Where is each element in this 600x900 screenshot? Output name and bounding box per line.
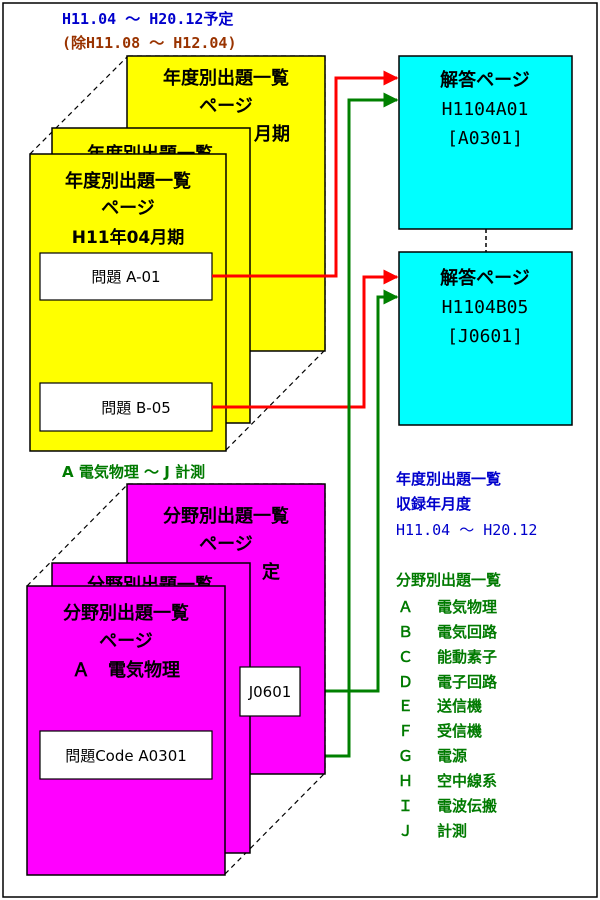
question-a0301-label: 問題Code A0301 xyxy=(65,747,187,765)
question-a01-label: 問題 A-01 xyxy=(91,268,160,286)
legend-name-e: 送信機 xyxy=(436,697,482,715)
answer-1-title: 解答ページ xyxy=(440,69,530,91)
info-range: H11.04 ～ H20.12 xyxy=(396,521,537,539)
legend-letter-i: Ｉ xyxy=(398,797,413,815)
field-front-subtitle: ページ xyxy=(99,631,153,652)
range-line: H11.04 ～ H20.12予定 xyxy=(62,10,233,28)
question-b05-label: 問題 B-05 xyxy=(101,399,171,417)
answer-page-1[interactable]: 解答ページ H1104A01 [A0301] xyxy=(398,55,573,230)
year-front-period: H11年04月期 xyxy=(72,227,185,248)
year-page-front: 年度別出題一覧 ページ H11年04月期 問題 A-01 問題 B-05 xyxy=(29,153,227,452)
legend-name-d: 電子回路 xyxy=(437,673,498,691)
info-title: 年度別出題一覧 xyxy=(396,470,501,488)
year-back-period: 月期 xyxy=(253,124,290,145)
legend-letter-j: Ｊ xyxy=(398,822,413,840)
legend-letter-b: Ｂ xyxy=(398,623,413,641)
field-back-fragment: 定 xyxy=(262,561,280,583)
legend-letter-f: Ｆ xyxy=(398,722,413,740)
legend-letter-a: Ａ xyxy=(398,598,413,616)
arrow-a01-to-answer1 xyxy=(212,70,399,278)
legend-letter-e: Ｅ xyxy=(398,697,413,715)
answer-1-code: H1104A01 xyxy=(442,99,529,120)
legend-name-i: 電波伝搬 xyxy=(437,797,497,815)
legend-name-a: 電気物理 xyxy=(437,598,497,616)
exclusion-line: (除H11.08 ～ H12.04) xyxy=(62,34,237,52)
year-front-title: 年度別出題一覧 xyxy=(65,170,191,192)
question-j0601-label: J0601 xyxy=(248,683,292,701)
field-page-front: 分野別出題一覧 ページ Ａ 電気物理 問題Code A0301 xyxy=(26,585,226,876)
question-a01-box[interactable] xyxy=(39,252,213,301)
year-front-subtitle: ページ xyxy=(101,198,155,219)
legend-letter-g: Ｇ xyxy=(398,747,413,765)
legend-name-g: 電源 xyxy=(437,747,467,765)
legend-list: Ａ 電気物理 Ｂ 電気回路 Ｃ 能動素子 Ｄ 電子回路 Ｅ 送信機 Ｆ 受信機 … xyxy=(398,598,498,840)
legend-letter-c: Ｃ xyxy=(398,648,413,666)
answer-2-bracket: [J0601] xyxy=(447,326,523,347)
answer-2-title: 解答ページ xyxy=(440,267,530,289)
field-range-label: A 電気物理 ～ J 計測 xyxy=(62,463,205,481)
answer-2-code: H1104B05 xyxy=(442,297,529,318)
answer-1-bracket: [A0301] xyxy=(447,128,523,149)
question-a0301-box[interactable] xyxy=(39,730,213,780)
field-back-subtitle: ページ xyxy=(199,534,253,555)
info-subtitle: 収録年月度 xyxy=(396,495,472,513)
year-back-title: 年度別出題一覧 xyxy=(163,67,289,89)
legend-title: 分野別出題一覧 xyxy=(396,571,501,589)
legend-name-j: 計測 xyxy=(437,822,467,840)
legend-letter-h: Ｈ xyxy=(398,772,413,790)
field-front-field: Ａ 電気物理 xyxy=(72,659,180,681)
year-back-subtitle: ページ xyxy=(199,96,253,117)
arrow-b05-to-answer2 xyxy=(212,269,399,409)
field-back-title: 分野別出題一覧 xyxy=(163,505,289,527)
legend-name-b: 電気回路 xyxy=(437,623,498,641)
question-j0601-box[interactable] xyxy=(239,666,301,717)
arrow-j0601-to-answer2 xyxy=(300,289,399,693)
answer-page-2[interactable]: 解答ページ H1104B05 [J0601] xyxy=(398,251,573,426)
legend-name-c: 能動素子 xyxy=(437,648,497,666)
field-front-title: 分野別出題一覧 xyxy=(63,602,189,624)
legend-name-h: 空中線系 xyxy=(437,772,497,790)
legend-name-f: 受信機 xyxy=(437,722,482,740)
legend-letter-d: Ｄ xyxy=(398,673,413,691)
